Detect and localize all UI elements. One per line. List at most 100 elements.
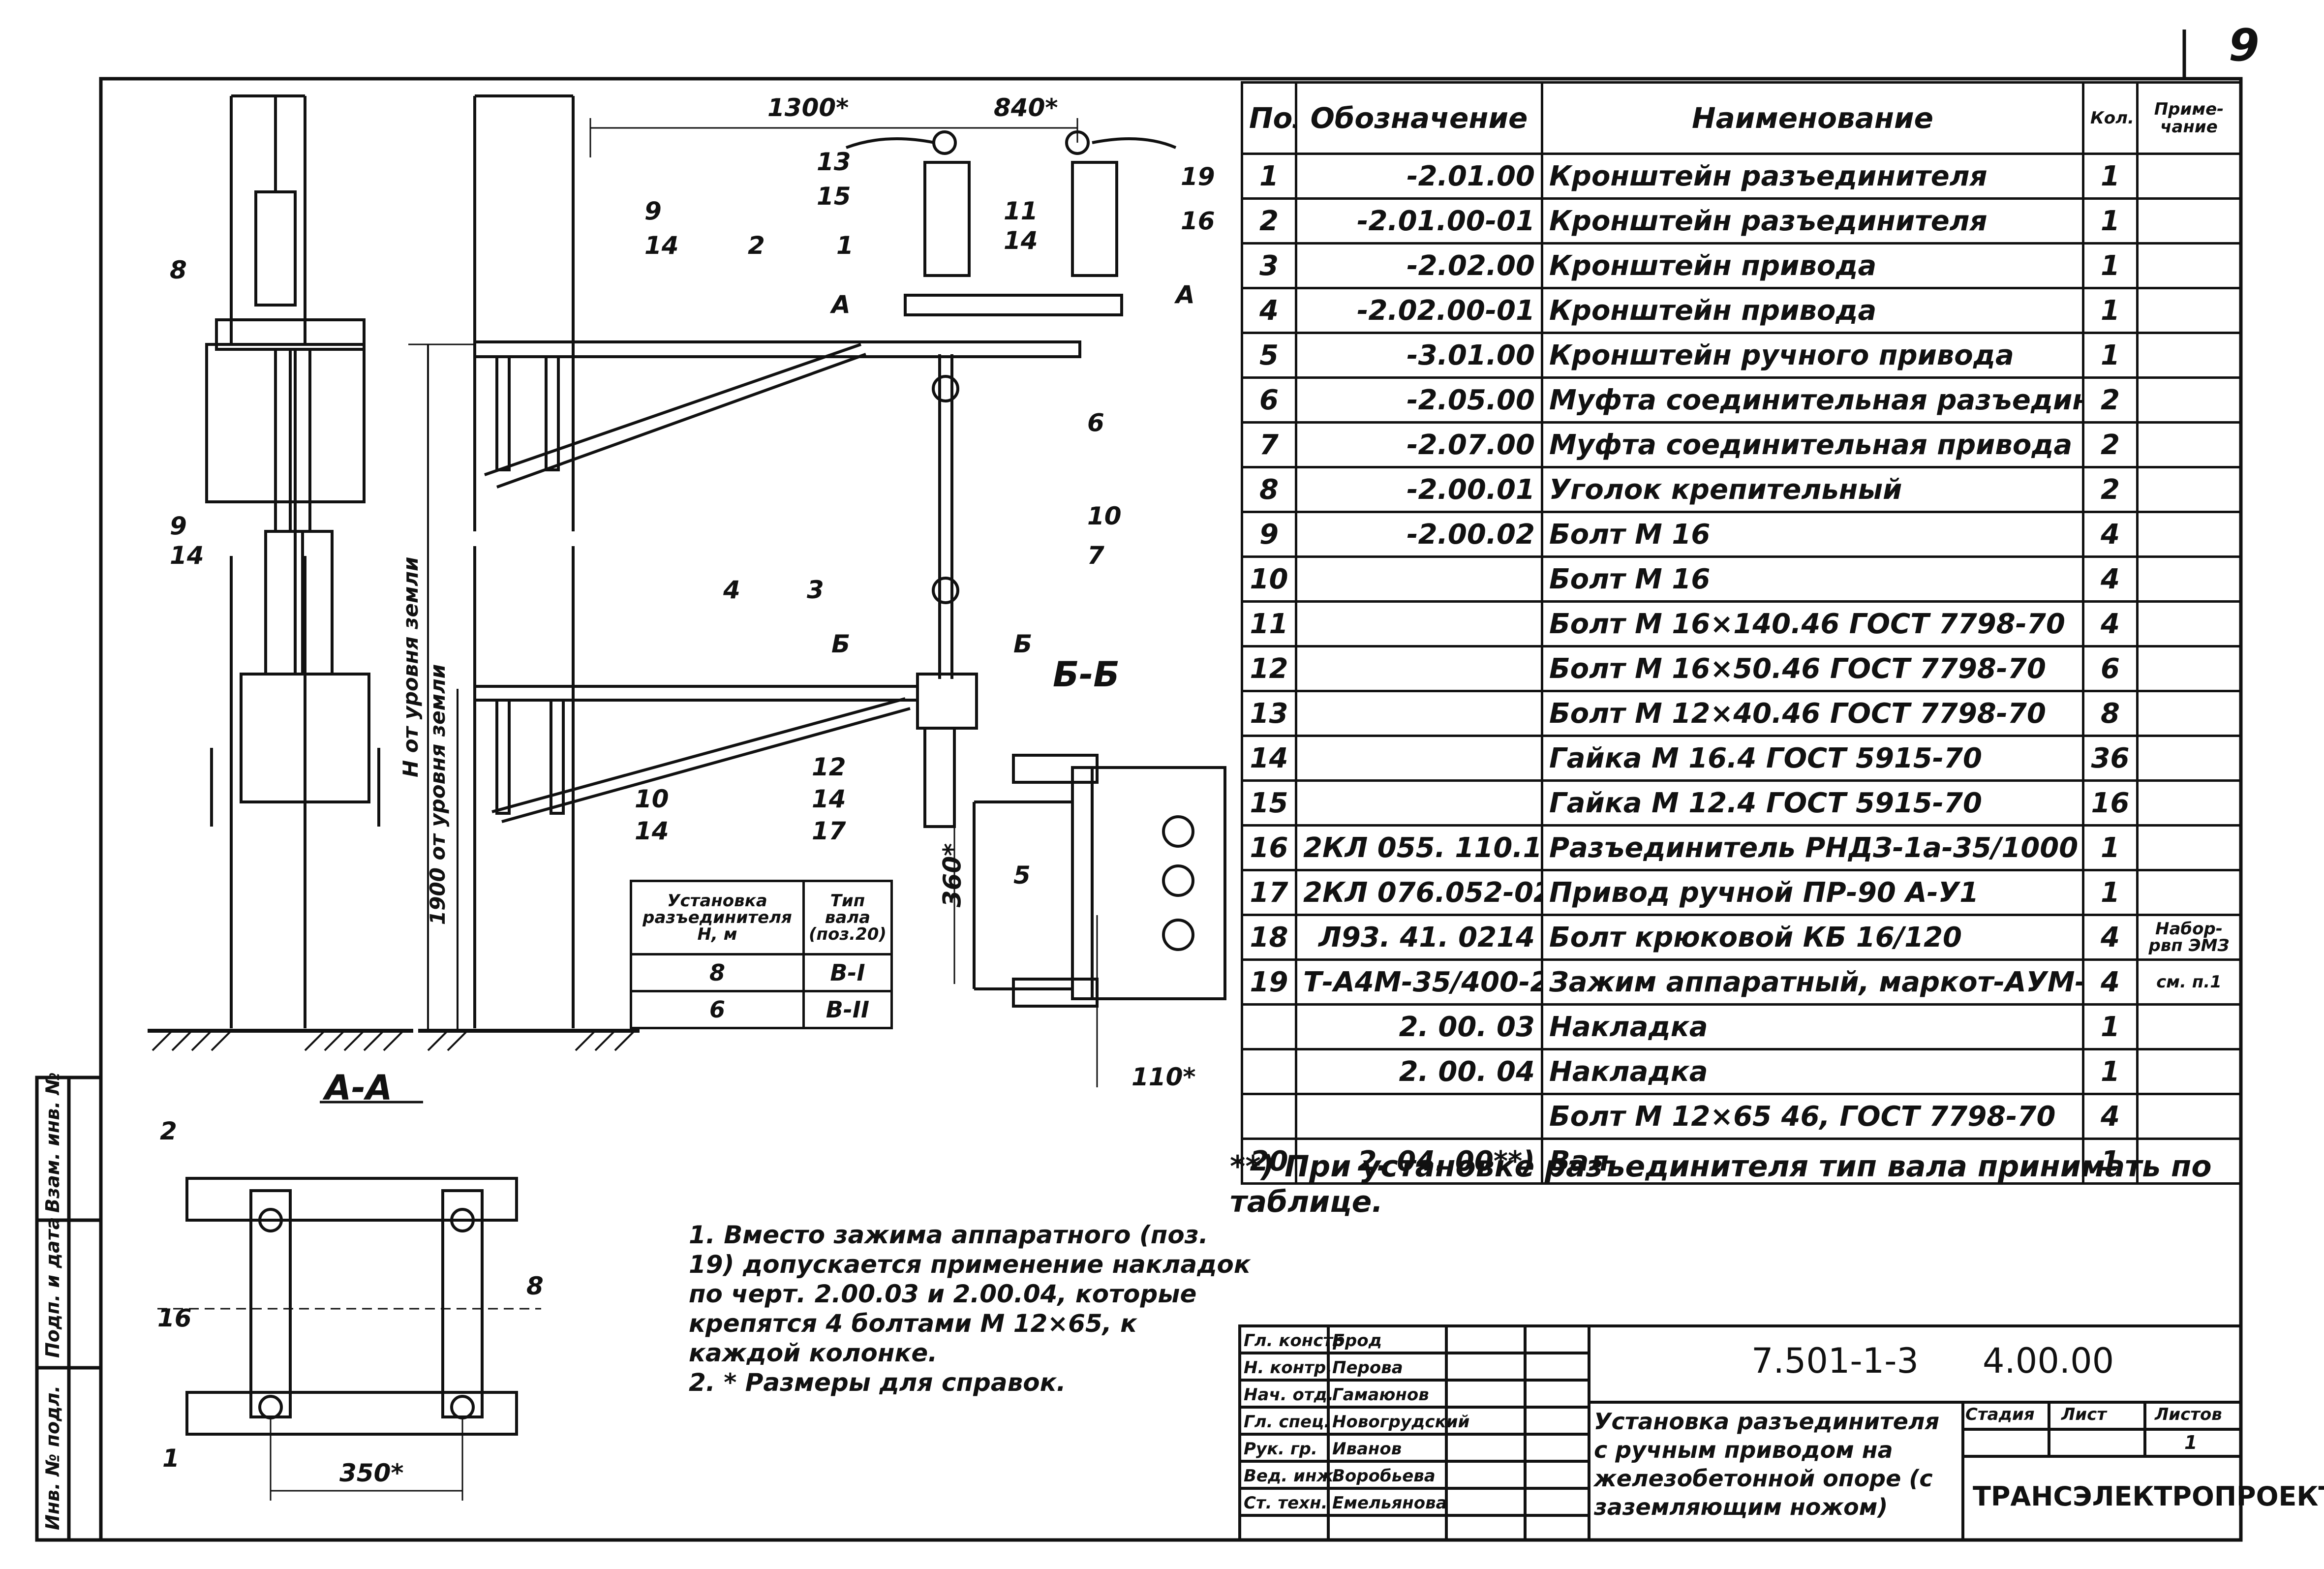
spec-cell-note (2136, 735, 2242, 782)
doc-number: 7.501-1-3 (1751, 1341, 1919, 1381)
signature-name: Иванов (1332, 1439, 1402, 1459)
spec-cell-note (2136, 1003, 2242, 1050)
mark-b-left: Б (831, 630, 851, 658)
spec-cell-name: Муфта соединительная разъединителя (1541, 376, 2084, 424)
spec-cell-qty: 1 (2082, 869, 2139, 916)
callout-side: 14 (812, 785, 846, 813)
table-footnote: **) При установке разъединителя тип вала… (1230, 1149, 2212, 1219)
spec-cell-designation (1295, 600, 1543, 647)
variants-cell: В-II (802, 990, 893, 1029)
spec-cell-qty: 6 (2082, 645, 2139, 692)
spec-cell-qty: 1 (2082, 1003, 2139, 1050)
spec-cell-designation: -2.00.02 (1295, 511, 1543, 558)
spec-cell-designation: 2. 00. 04 (1295, 1048, 1543, 1095)
spec-cell-pos (1241, 1093, 1297, 1140)
spec-cell-qty: 1 (2082, 1138, 2139, 1185)
spec-cell-name: Гайка М 16.4 ГОСТ 5915-70 (1541, 735, 2084, 782)
spec-cell-qty: 1 (2082, 153, 2139, 200)
spec-cell-designation: Л93. 41. 0214 (1295, 914, 1543, 961)
section-aa-view (157, 1101, 541, 1501)
signature-name: Гамаюнов (1332, 1385, 1429, 1405)
variants-header-height: Установка разъединителя Н, м (630, 880, 805, 955)
signature-role: Рук. гр. (1244, 1439, 1317, 1459)
header-pos: Поз. (1241, 81, 1297, 155)
spec-cell-pos: 7 (1241, 421, 1297, 468)
section-aa-title: А-А (325, 1068, 393, 1108)
spec-cell-qty: 4 (2082, 555, 2139, 603)
callout-aa: 2 (160, 1117, 177, 1145)
spec-cell-pos: 16 (1241, 824, 1297, 871)
callout-aa: 1 (162, 1444, 180, 1473)
spec-cell-pos: 11 (1241, 600, 1297, 647)
signature-role: Гл. спец. (1244, 1412, 1331, 1432)
spec-cell-designation (1295, 645, 1543, 692)
callout-side: 15 (817, 182, 851, 211)
signature-name: Емельянова (1332, 1493, 1447, 1513)
spec-cell-pos: 8 (1241, 466, 1297, 513)
spec-cell-designation (1295, 555, 1543, 603)
spec-cell-qty: 1 (2082, 1048, 2139, 1095)
dim-360: 360* (938, 843, 967, 908)
dim-1300: 1300* (767, 93, 849, 122)
side-strip-label: Подп. и дата (42, 1217, 63, 1358)
spec-cell-name: Зажим аппаратный, маркот-АУМ-30-2 (1541, 958, 2084, 1006)
callout-front: 8 (170, 256, 187, 284)
dim-840: 840* (994, 93, 1058, 122)
spec-cell-designation: -2.07.00 (1295, 421, 1543, 468)
spec-cell-note (2136, 555, 2242, 603)
spec-header-row: Поз. Обозначение Наименование Кол. Приме… (1241, 81, 2242, 155)
spec-cell-qty: 4 (2082, 914, 2139, 961)
spec-cell-name: Болт М 16 (1541, 555, 2084, 603)
spec-cell-qty: 8 (2082, 690, 2139, 737)
spec-cell-pos: 6 (1241, 376, 1297, 424)
signature-role: Н. контр. (1244, 1358, 1333, 1378)
callout-side: 4 (723, 576, 740, 604)
spec-cell-note (2136, 421, 2242, 468)
spec-cell-pos: 3 (1241, 242, 1297, 289)
spec-cell-qty: 1 (2082, 332, 2139, 379)
spec-cell-name: Кронштейн привода (1541, 242, 2084, 289)
spec-cell-qty: 1 (2082, 824, 2139, 871)
signature-name: Перова (1332, 1358, 1403, 1378)
spec-cell-note (2136, 600, 2242, 647)
title-block-grid (1238, 1324, 2242, 1541)
spec-cell-qty: 1 (2082, 242, 2139, 289)
mark-a-left: А (831, 290, 851, 319)
spec-cell-note (2136, 1138, 2242, 1185)
sheet-frame (99, 77, 2243, 1542)
signature-role: Нач. отд. (1244, 1385, 1334, 1405)
spec-cell-name: Болт крюковой КБ 16/120 (1541, 914, 2084, 961)
spec-cell-qty: 4 (2082, 600, 2139, 647)
general-note-1: 1. Вместо зажима аппаратного (поз. 19) д… (689, 1221, 1251, 1367)
header-designation: Обозначение (1295, 81, 1543, 155)
signature-role: Гл. констр. (1244, 1331, 1351, 1351)
general-note-2: 2. * Размеры для справок. (689, 1368, 1066, 1397)
spec-cell-designation: 2КЛ 076.052-02 (1295, 869, 1543, 916)
spec-cell-designation: -2.01.00 (1295, 153, 1543, 200)
callout-front: 9 (170, 512, 187, 540)
spec-cell-designation (1295, 779, 1543, 827)
signature-name: Воробьева (1332, 1466, 1436, 1486)
callout-side: 14 (1004, 226, 1038, 255)
spec-cell-pos: 20 (1241, 1138, 1297, 1185)
spec-cell-name: Уголок крепительный (1541, 466, 2084, 513)
general-notes: 1. Вместо зажима аппаратного (поз. 19) д… (689, 1220, 1254, 1397)
organization: ТРАНСЭЛЕКТРОПРОЕКТ (1973, 1481, 2324, 1512)
specification-table: Поз. Обозначение Наименование Кол. Приме… (1241, 81, 2242, 1185)
spec-cell-designation: -2.05.00 (1295, 376, 1543, 424)
spec-cell-designation: 2КЛ 055. 110.1 (1295, 824, 1543, 871)
callout-side: 16 (1181, 207, 1215, 235)
variants-row: 8 В-I (630, 953, 893, 992)
spec-cell-pos: 17 (1241, 869, 1297, 916)
spec-cell-qty: 1 (2082, 287, 2139, 334)
spec-cell-name: Кронштейн разъединителя (1541, 197, 2084, 245)
spec-cell-pos: 14 (1241, 735, 1297, 782)
doc-title: Установка разъединителя с ручным приводо… (1594, 1408, 1940, 1520)
